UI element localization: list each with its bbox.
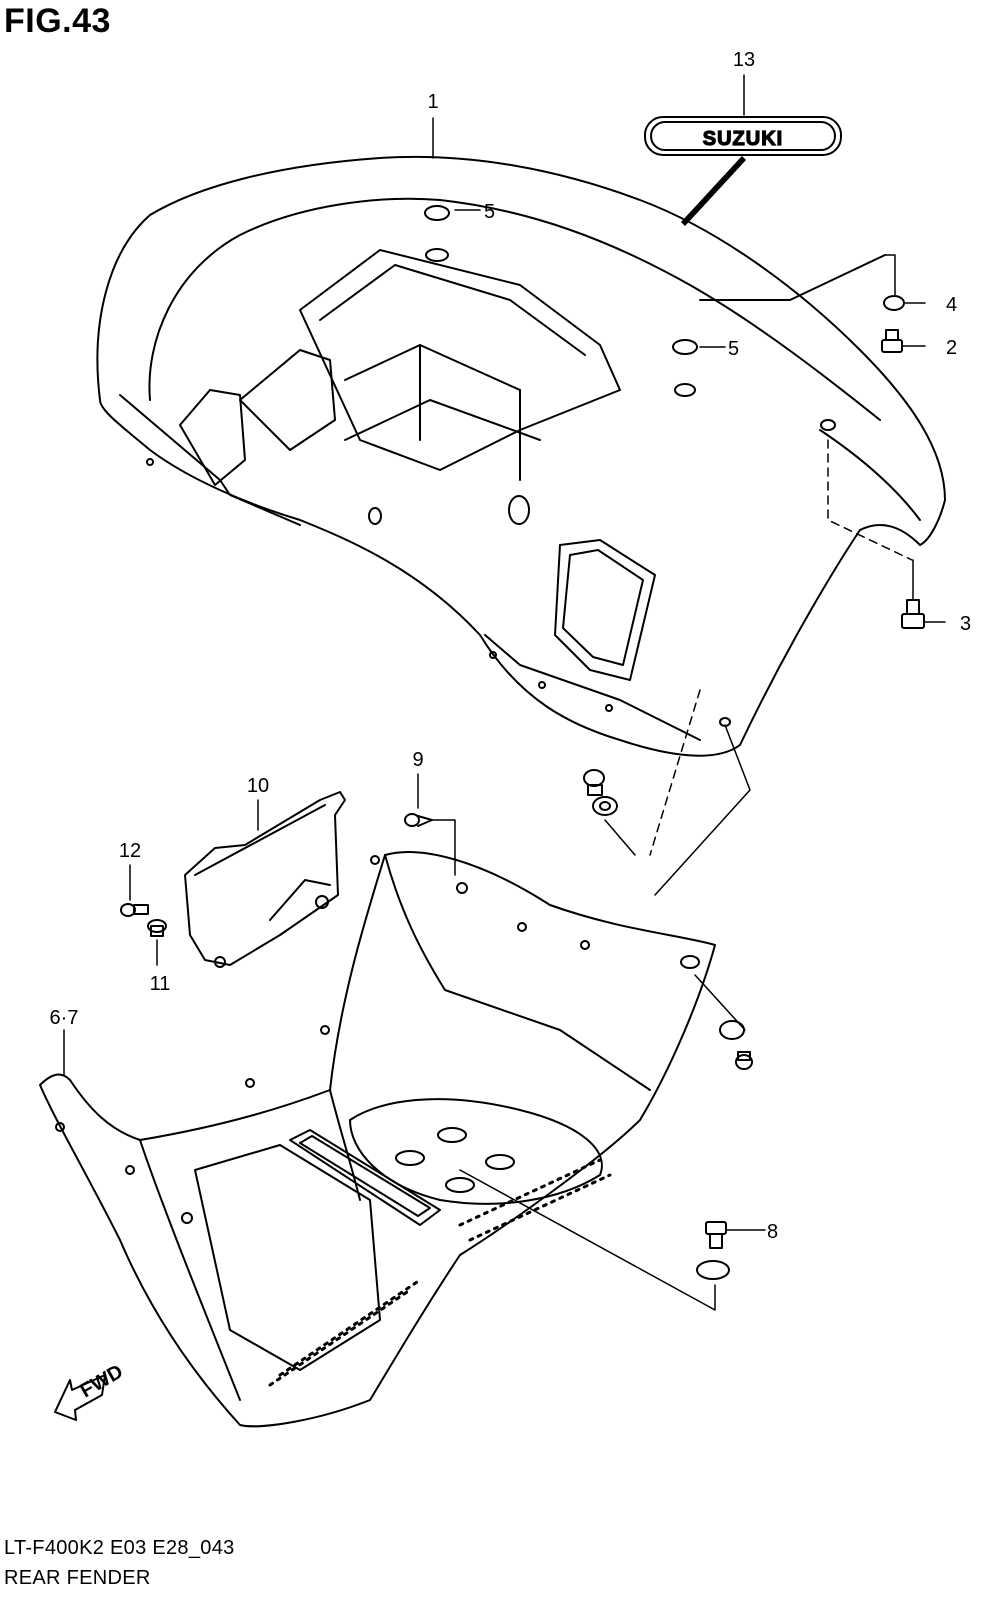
- callout-3: 3: [960, 613, 971, 635]
- part-name-label: REAR FENDER: [4, 1567, 151, 1589]
- bolt-part-3: [901, 599, 925, 629]
- callout-6-7: 6·7: [50, 1007, 79, 1029]
- washer-part-4: [883, 295, 905, 311]
- callout-12: 12: [119, 840, 141, 862]
- bolt-part-12: [120, 903, 149, 917]
- callout-10: 10: [247, 775, 269, 797]
- suzuki-emblem-part: [644, 116, 842, 156]
- callout-5a: 5: [484, 201, 495, 223]
- emblem-text: SUZUKI: [703, 128, 783, 150]
- rear-fender-part: [96, 155, 946, 757]
- screw-part-9: [404, 813, 433, 827]
- bracket-part: [184, 791, 346, 968]
- rear-footrest-part: [39, 851, 716, 1428]
- fwd-arrow-icon: [54, 1374, 106, 1421]
- leader-lines: [63, 74, 946, 1311]
- callout-5b: 5: [728, 338, 739, 360]
- bolt-part-2: [881, 329, 903, 353]
- bolt-part-8: [696, 1221, 730, 1280]
- callout-13: 13: [733, 49, 755, 71]
- callout-2: 2: [946, 337, 957, 359]
- callout-1: 1: [427, 91, 438, 113]
- figure-title: FIG.43: [4, 2, 111, 40]
- callout-4: 4: [946, 294, 957, 316]
- model-code-label: LT-F400K2 E03 E28_043: [4, 1537, 235, 1559]
- callout-8: 8: [767, 1221, 778, 1243]
- callout-9: 9: [412, 749, 423, 771]
- callout-11: 11: [150, 973, 171, 995]
- nut-part-11: [147, 919, 167, 937]
